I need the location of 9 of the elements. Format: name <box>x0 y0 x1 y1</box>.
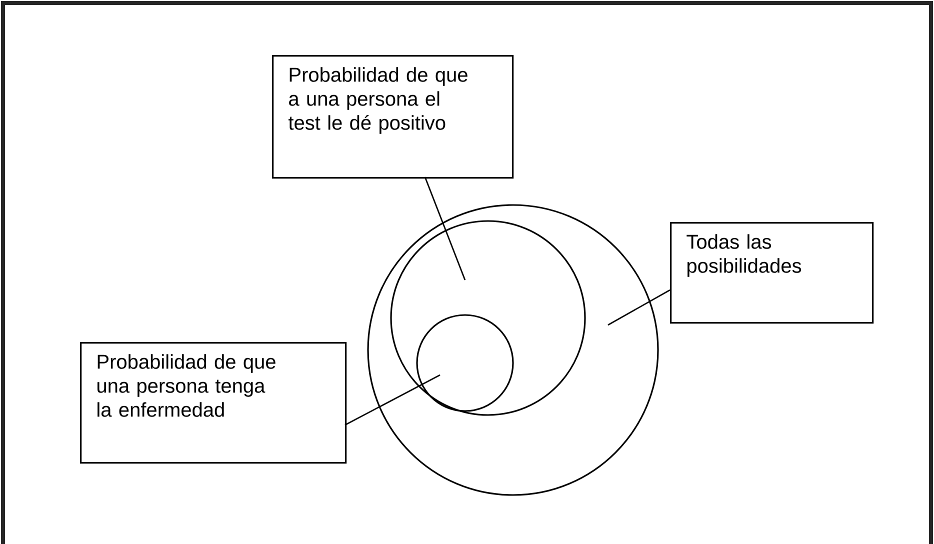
text-box: Todas las posibilidades <box>670 222 874 324</box>
circle <box>390 220 586 416</box>
leader-line <box>608 289 670 326</box>
text-box: Probabilidad de que a una persona el test le dé positivo <box>272 55 514 179</box>
leader-line <box>424 176 466 280</box>
text-box: Probabilidad de que una persona tenga la enfermedad <box>80 342 347 464</box>
leader-line <box>344 374 440 426</box>
circle <box>416 314 514 412</box>
circle <box>367 204 659 496</box>
